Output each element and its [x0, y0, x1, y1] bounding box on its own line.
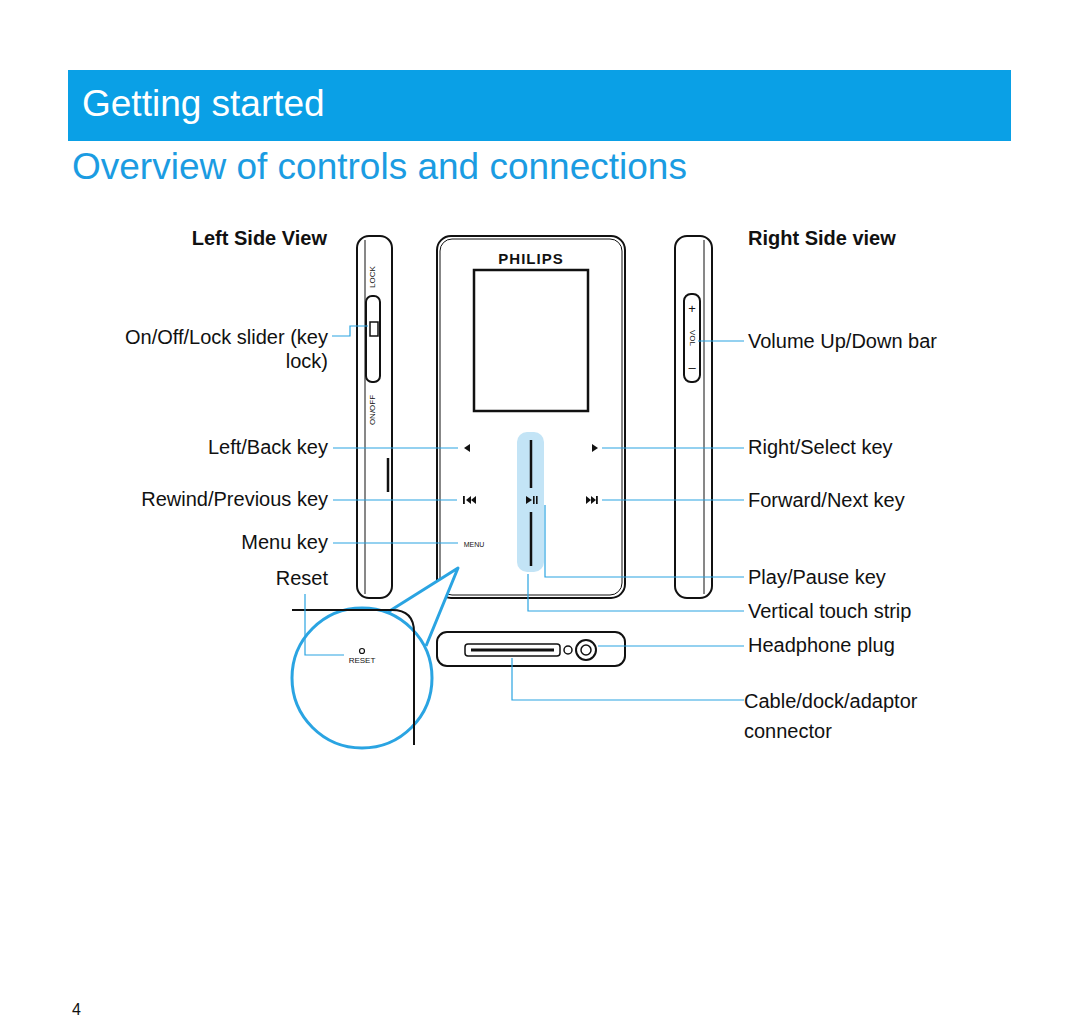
control-label: Left/Back key — [208, 435, 328, 459]
page-number: 4 — [72, 1000, 81, 1019]
view-title: Left Side View — [192, 226, 327, 250]
control-label: Rewind/Previous key — [141, 487, 328, 511]
case-marking: – — [688, 360, 695, 376]
control-label: Play/Pause key — [748, 565, 886, 589]
front-view — [437, 236, 625, 598]
case-marking: VOL — [687, 330, 697, 346]
control-label: Menu key — [241, 530, 328, 554]
key-symbols — [463, 444, 598, 504]
reset-callout — [292, 608, 432, 748]
volume-bar — [684, 294, 700, 382]
control-label: On/Off/Lock slider (key lock) — [113, 325, 328, 373]
case-marking: + — [688, 301, 696, 317]
control-label: Cable/dock/adaptor connector — [744, 686, 959, 746]
right-side-view — [675, 236, 712, 598]
control-label: Forward/Next key — [748, 488, 905, 512]
headphone-jack — [576, 640, 596, 660]
left-side-view — [357, 236, 392, 598]
control-label: Vertical touch strip — [748, 599, 911, 623]
case-marking: ON/OFF — [368, 395, 378, 425]
control-label: Right/Select key — [748, 435, 893, 459]
control-label: Reset — [276, 566, 328, 590]
brand-logo: PHILIPS — [498, 250, 563, 268]
lock-slider — [366, 296, 380, 382]
chapter-band: Getting started — [68, 70, 1011, 141]
reset-marking: RESET — [349, 656, 376, 666]
dock-connector — [465, 644, 560, 656]
touch-strip — [517, 432, 544, 572]
control-label: Volume Up/Down bar — [748, 329, 937, 353]
case-marking: LOCK — [368, 266, 378, 288]
key-marking: MENU — [464, 541, 485, 549]
control-label: Headphone plug — [748, 633, 895, 657]
bottom-view — [437, 632, 625, 666]
leader-lines — [305, 326, 744, 700]
chapter-title: Getting started — [82, 82, 997, 126]
section-heading: Overview of controls and connections — [72, 146, 687, 188]
screen — [474, 270, 588, 411]
view-title: Right Side view — [748, 226, 896, 250]
